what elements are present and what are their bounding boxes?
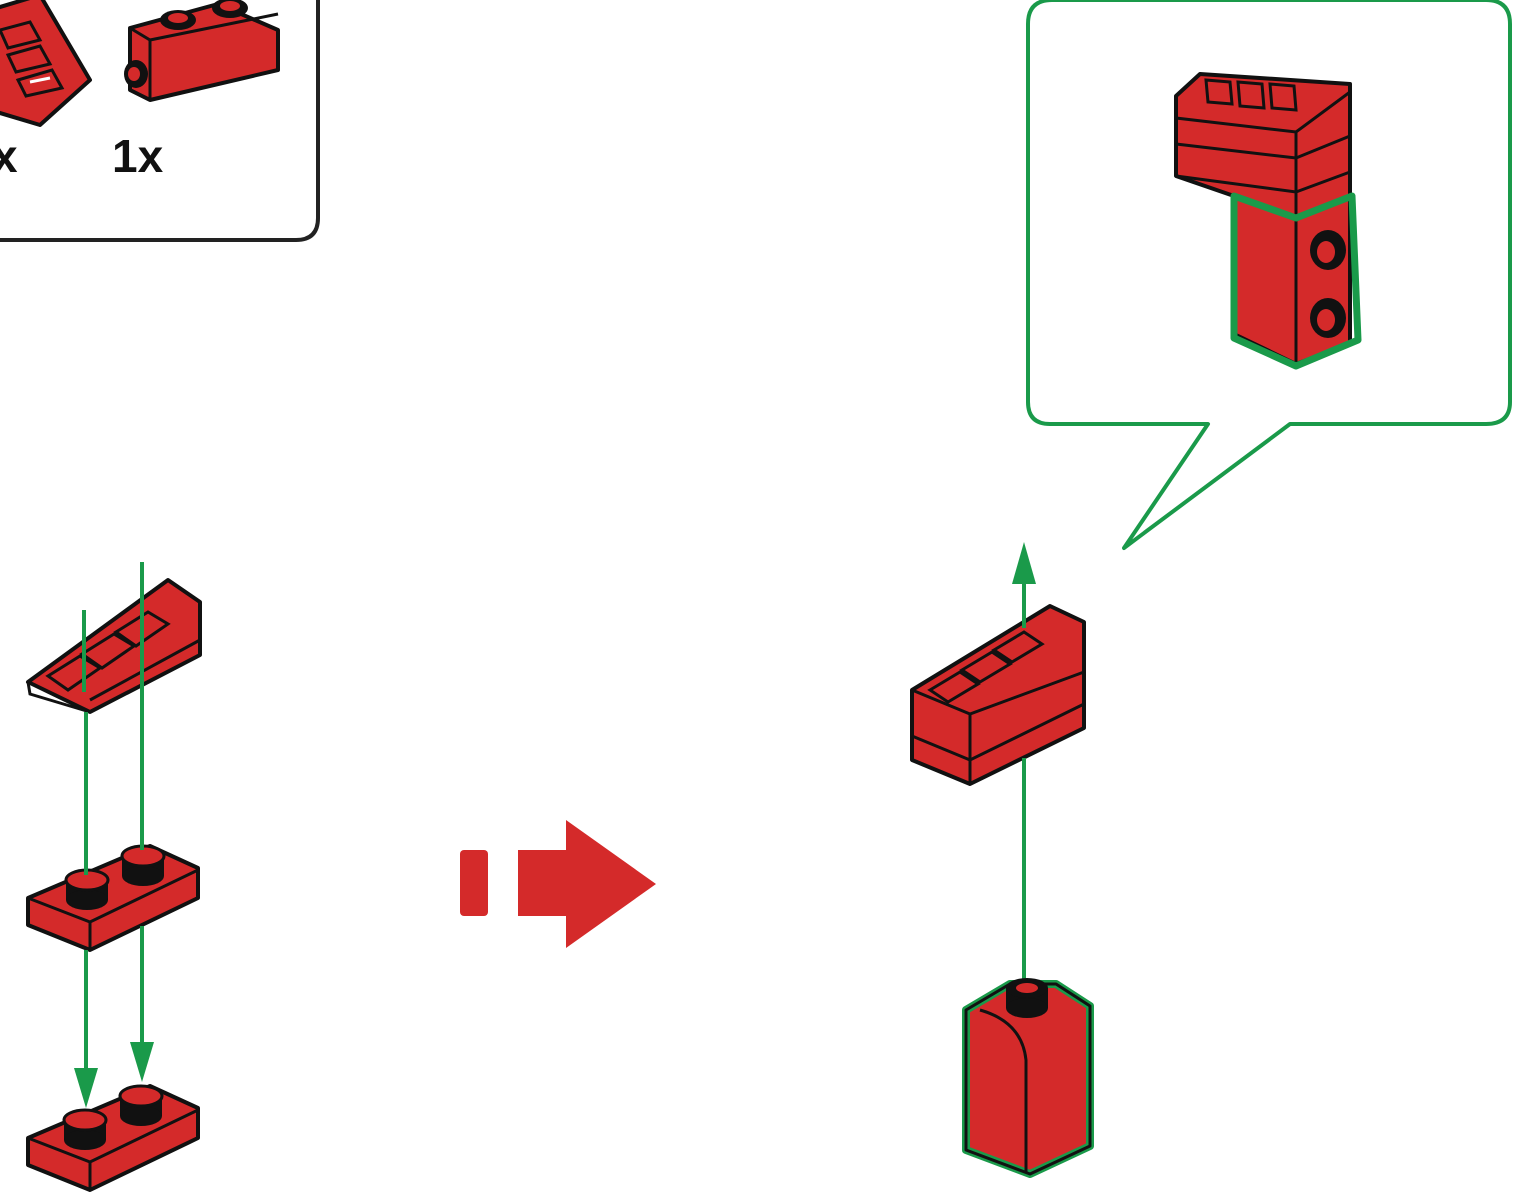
parts-list-slope-brick-icon [0,0,92,127]
callout-side-stud-highlight [1230,192,1362,370]
up-arrow-icon [1012,542,1036,584]
side-stud-brick-highlighted [962,978,1094,1178]
assembly-guide-lines [74,562,154,1108]
down-arrow-icon [130,1042,154,1082]
bottom-plate [26,1084,200,1192]
down-arrow-icon [74,1068,98,1108]
next-step-arrow-icon [460,820,656,948]
parts-list-slope-quantity: x [0,130,18,182]
assembled-slope-stack [910,604,1086,786]
parts-list-side-stud-quantity: 1x [112,130,164,182]
parts-list-side-stud-brick-icon [124,0,280,102]
slope-brick [26,578,202,714]
middle-plate [26,844,200,952]
